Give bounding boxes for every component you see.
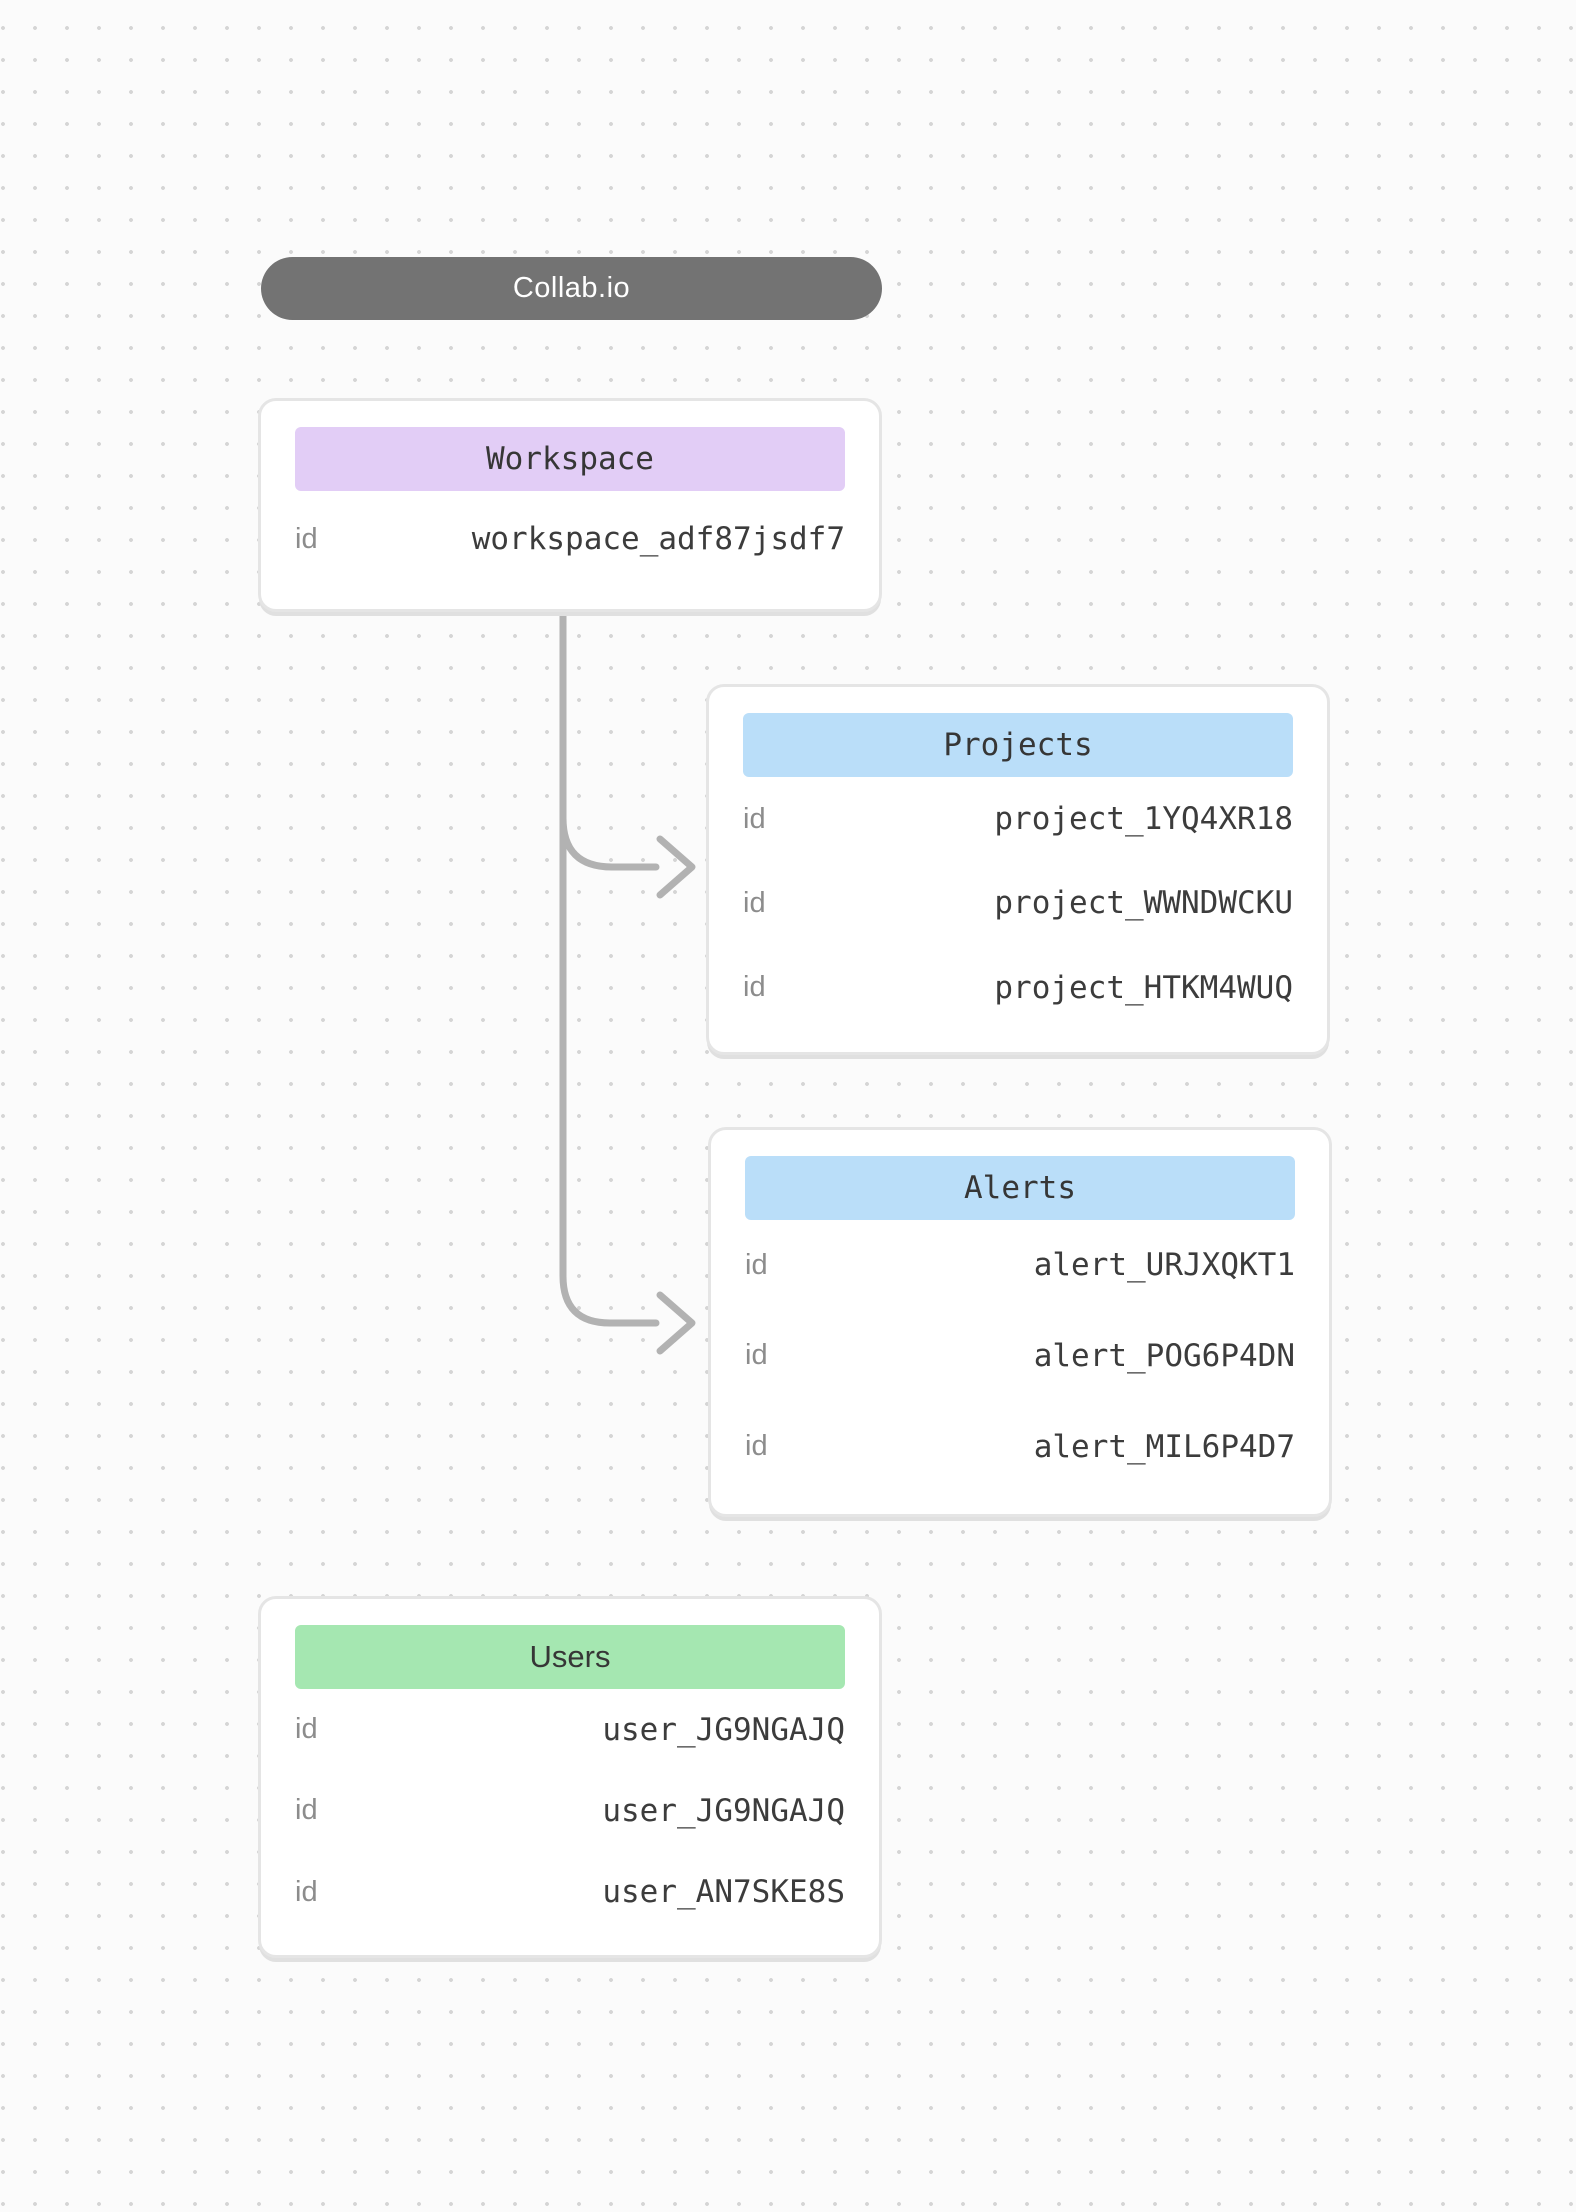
users-header: Users <box>295 1625 845 1689</box>
id-label: id <box>295 522 318 555</box>
workspace-title: Workspace <box>486 441 654 477</box>
users-title: Users <box>529 1639 611 1674</box>
id-value: alert_URJXQKT1 <box>1033 1247 1295 1284</box>
id-label: id <box>745 1339 768 1372</box>
workspace-rows: id workspace_adf87jsdf7 <box>295 491 845 587</box>
table-row: id project_HTKM4WUQ <box>743 970 1293 1006</box>
id-value: user_JG9NGAJQ <box>602 1711 845 1748</box>
id-value: alert_POG6P4DN <box>1033 1337 1295 1374</box>
id-value: alert_MIL6P4D7 <box>1033 1428 1295 1465</box>
id-label: id <box>743 971 766 1004</box>
id-value: user_AN7SKE8S <box>602 1874 845 1911</box>
table-row: id user_AN7SKE8S <box>295 1874 845 1910</box>
id-label: id <box>295 1875 318 1908</box>
table-row: id user_JG9NGAJQ <box>295 1712 845 1748</box>
id-value: workspace_adf87jsdf7 <box>471 521 845 557</box>
workspace-node[interactable]: Workspace id workspace_adf87jsdf7 <box>258 398 882 612</box>
table-row: id alert_POG6P4DN <box>745 1338 1295 1374</box>
workspace-header: Workspace <box>295 427 845 491</box>
id-value: project_HTKM4WUQ <box>994 969 1293 1006</box>
id-label: id <box>745 1248 768 1281</box>
alerts-header: Alerts <box>745 1156 1295 1220</box>
table-row: id alert_URJXQKT1 <box>745 1247 1295 1283</box>
id-label: id <box>745 1430 768 1463</box>
table-row: id project_WWNDWCKU <box>743 885 1293 921</box>
id-label: id <box>743 802 766 835</box>
workspace-projects-connector <box>559 814 660 871</box>
alerts-node[interactable]: Alerts id alert_URJXQKT1 id alert_POG6P4… <box>708 1127 1332 1517</box>
id-value: project_WWNDWCKU <box>994 885 1293 922</box>
users-rows: id user_JG9NGAJQ id user_JG9NGAJQ id use… <box>295 1689 845 1933</box>
users-node[interactable]: Users id user_JG9NGAJQ id user_JG9NGAJQ … <box>258 1596 882 1958</box>
id-label: id <box>295 1713 318 1746</box>
root-node-title: Collab.io <box>512 272 631 304</box>
id-value: user_JG9NGAJQ <box>602 1792 845 1829</box>
table-row: id alert_MIL6P4D7 <box>745 1429 1295 1465</box>
projects-header: Projects <box>743 713 1293 777</box>
arrowhead-alerts-icon <box>656 1291 696 1355</box>
projects-title: Projects <box>943 727 1093 763</box>
id-value: project_1YQ4XR18 <box>994 801 1293 838</box>
alerts-rows: id alert_URJXQKT1 id alert_POG6P4DN id a… <box>745 1220 1295 1492</box>
id-label: id <box>295 1794 318 1827</box>
workspace-alerts-connector <box>559 610 660 1327</box>
collab-io-root-node[interactable]: Collab.io <box>261 257 882 320</box>
table-row: id project_1YQ4XR18 <box>743 801 1293 837</box>
alerts-title: Alerts <box>964 1170 1076 1206</box>
table-row: id user_JG9NGAJQ <box>295 1793 845 1829</box>
table-row: id workspace_adf87jsdf7 <box>295 521 845 557</box>
arrowhead-projects-icon <box>656 835 696 899</box>
projects-rows: id project_1YQ4XR18 id project_WWNDWCKU … <box>743 777 1293 1030</box>
id-label: id <box>743 886 766 919</box>
projects-node[interactable]: Projects id project_1YQ4XR18 id project_… <box>706 684 1330 1055</box>
